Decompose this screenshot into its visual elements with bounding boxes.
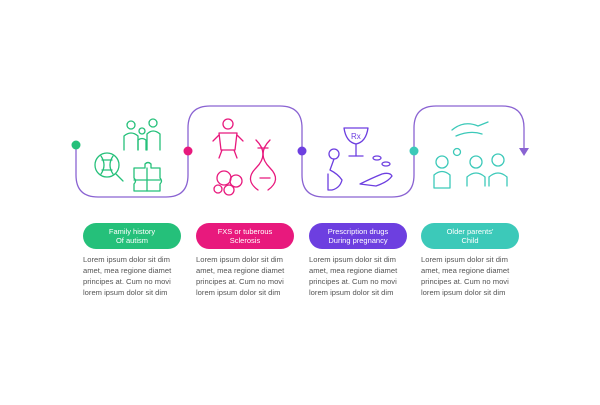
pregnancy-prescription-icon: Rx [327, 127, 393, 191]
node-dot-2 [183, 146, 193, 156]
older-parents-child-icon [433, 121, 508, 189]
family-dna-puzzle-icon [94, 118, 163, 192]
baby-dna-cells-icon [212, 118, 277, 196]
svg-text:Rx: Rx [351, 132, 361, 141]
node-dot-4 [409, 146, 419, 156]
arrow-head-icon [519, 148, 529, 156]
step-4-label: Older parents'Child [421, 223, 519, 249]
node-dot-3 [297, 146, 307, 156]
node-dot-1 [71, 140, 81, 150]
